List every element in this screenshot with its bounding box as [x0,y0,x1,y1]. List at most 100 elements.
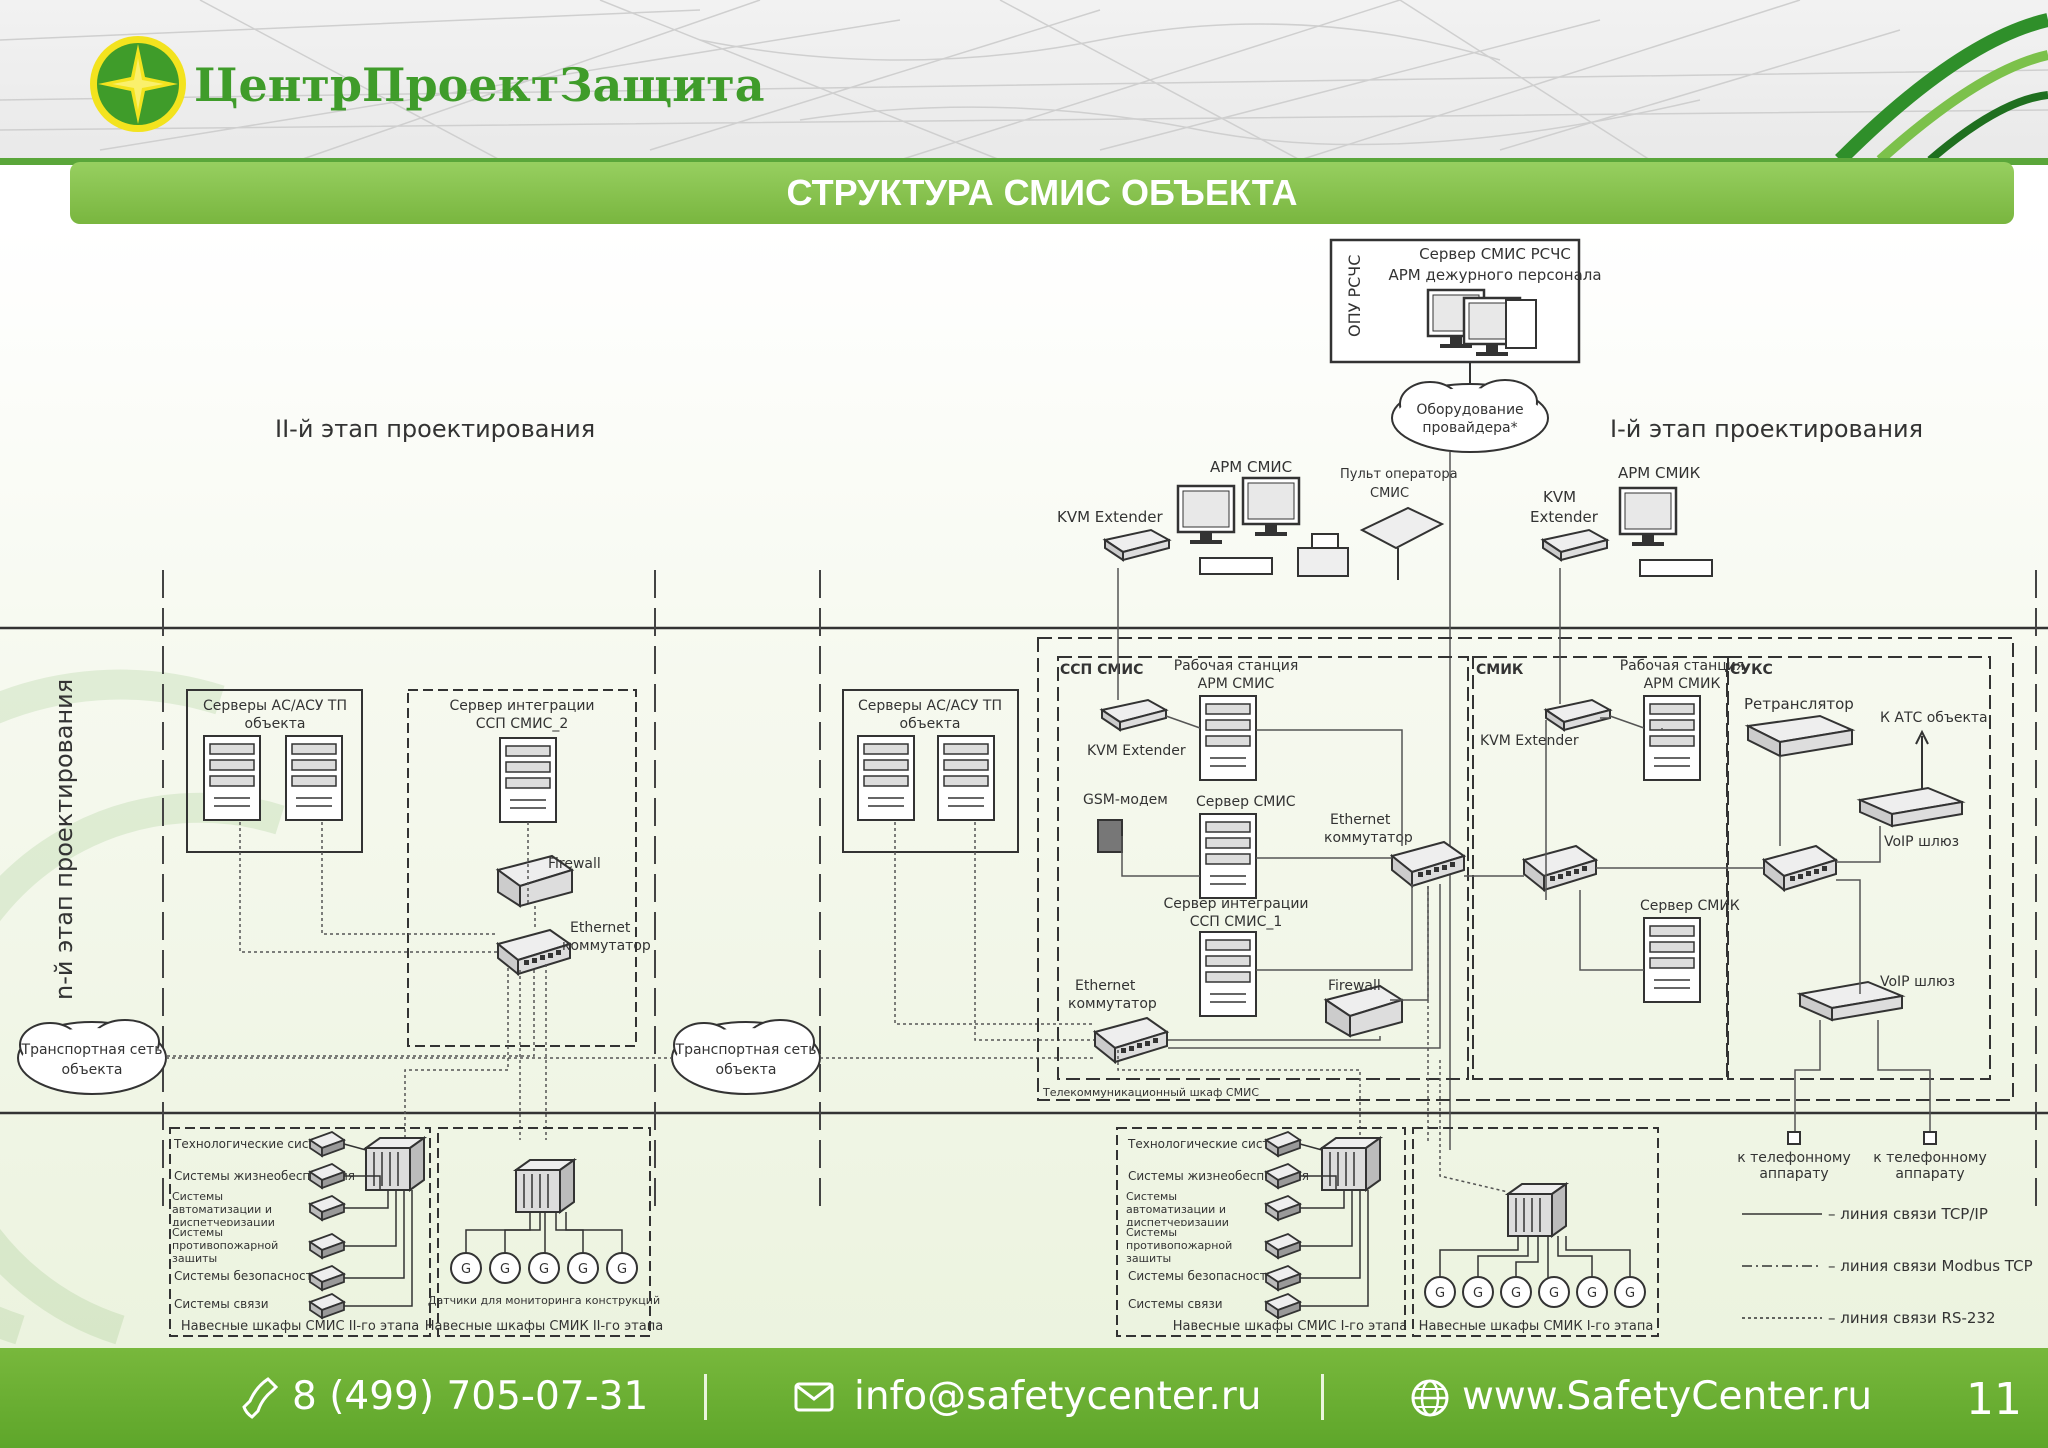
svg-text:объекта: объекта [716,1062,777,1078]
eth-label1: Ethernet [1330,812,1391,828]
cabinet1-systems: Технологические системы Системы жизнеобе… [172,1131,425,1334]
cabinet1-caption: Навесные шкафы СМИС II-го этапа [181,1319,419,1334]
system-label: Системы автоматизации и диспетчеризации [1126,1190,1229,1226]
arm-smik-monitor-icon [1618,486,1678,548]
rschs-tower-icon [1505,299,1537,349]
rack-kvm2-icon [1545,699,1611,731]
system-label: Системы противопожарной защиты [172,1226,279,1262]
server-smik-icon [1643,917,1701,1003]
kvm2-icon [1542,529,1608,561]
system-label: Системы автоматизации и диспетчеризации [172,1190,275,1226]
header: ЦентрПроектЗащита [0,0,2048,165]
gsm-modem-icon [1097,819,1123,853]
eth-label2: коммутатор [1324,830,1413,846]
server-smik-label: Сервер СМИК [1640,898,1740,914]
cabinet3-caption: Навесные шкафы СМИС I-го этапа [1173,1319,1407,1334]
ws-tower-icon [1199,695,1257,781]
sensor-icon: G [578,1262,588,1277]
svg-text:провайдера*: провайдера* [1422,420,1517,436]
left-server1-icon [203,735,261,821]
svg-text:Транспортная сеть: Транспортная сеть [21,1042,163,1058]
pult-label2: СМИС [1370,486,1409,501]
sensor-icon: G [461,1262,471,1277]
ssp-box [1057,656,1469,1080]
left-eth-label1: Ethernet [570,920,631,936]
logo-text: ЦентрПроектЗащита [194,58,765,112]
system-label: Системы связи [174,1297,269,1311]
system-label: Системы безопасности [174,1269,320,1283]
left-links [165,822,547,1140]
footer-separator [1321,1374,1324,1420]
sucs-box [1727,656,1991,1080]
keyboard2-icon [1639,559,1713,577]
center-server2-icon [937,735,995,821]
footer-phone[interactable]: 8 (499) 705-07-31 [292,1374,649,1419]
ws2-tower-icon [1643,695,1701,781]
cabinet2-sensors: G G G G G Датчики для мониторинга констр… [425,1159,663,1334]
arm-smis-label: АРМ СМИС [1210,458,1292,476]
integ1-label1: Сервер интеграции [1163,896,1308,912]
kvm1-label: KVM Extender [1057,508,1164,526]
center-servers-label1: Серверы АС/АСУ ТП [858,698,1002,714]
left-integ-label2: ССП СМИС_2 [476,716,569,732]
phone-icon [242,1377,278,1419]
watermark [0,669,285,1345]
logo-compass-icon [90,36,186,132]
cabinet-3 [1116,1127,1406,1337]
rschs-server-label: Сервер СМИС РСЧС [1419,245,1571,263]
rack-bottom-links [1117,886,1509,1193]
arm-smis-monitor-icon [1176,484,1236,546]
svg-text:объекта: объекта [62,1062,123,1078]
cabinet-4 [1412,1127,1659,1337]
kvm2-label1: KVM [1543,488,1576,506]
sensor-icon: G [1435,1286,1445,1301]
footer-website[interactable]: www.SafetyCenter.ru [1462,1374,1873,1419]
left-integ-server-icon [499,737,557,823]
integ1-label2: ССП СМИС_1 [1190,914,1283,930]
core-switch-icon [1391,841,1465,887]
system-label: Системы жизнеобеспечения [1128,1169,1309,1183]
sucs-label: СУКС [1730,662,1773,678]
system-label: Системы безопасности [1128,1269,1274,1283]
kvm2-label2: Extender [1530,508,1599,526]
ws2-label1: Рабочая станция [1620,658,1745,674]
left-firewall-icon [495,854,575,908]
system-label: Системы связи [1128,1297,1223,1311]
cabinet-label: Телекоммуникационный шкаф СМИС [1042,1086,1259,1099]
eth2-label1: Ethernet [1075,978,1136,994]
left-servers-label1: Серверы АС/АСУ ТП [203,698,347,714]
left-integ-box [407,689,637,1047]
left-transport-cloud: Транспортная сеть объекта [17,1019,167,1095]
page-number: 11 [1966,1374,2022,1425]
cabinet2-caption: Навесные шкафы СМИК II-го этапа [425,1319,663,1334]
rack-kvm-label: KVM Extender [1087,743,1186,759]
center-transport-cloud: Транспортная сеть объекта [671,1019,821,1095]
left-firewall-label: Firewall [548,856,601,872]
header-divider [0,158,2048,165]
ws-label1: Рабочая станция [1174,658,1299,674]
arm-duty-label: АРМ дежурного персонала [1388,266,1601,284]
center-servers-label2: объекта [900,716,961,732]
title-bar: СТРУКТУРА СМИС ОБЪЕКТА [70,162,2014,224]
cabinet3-systems: Технологические системы Системы жизнеобе… [1126,1131,1407,1334]
voip2-icon [1796,980,1906,1022]
center-server1-icon [857,735,915,821]
globe-icon [1411,1379,1449,1417]
ws-label2: АРМ СМИС [1198,676,1275,692]
repeater-label: Ретранслятор [1744,695,1854,713]
stage2-label: II-й этап проектирования [275,415,595,443]
footer-email[interactable]: info@safetycenter.ru [854,1374,1262,1419]
telecom-cabinet [1037,637,2014,1101]
operator-console-icon [1359,506,1445,580]
sensor-icon: G [617,1262,627,1277]
rack-kvm-icon [1101,699,1167,731]
voip1-icon [1856,786,1966,828]
smik-label: СМИК [1476,662,1524,678]
integ1-icon [1199,931,1257,1017]
stage-dividers [162,570,2037,1210]
left-switch-icon [497,929,571,975]
system-label: Технологические системы [1127,1137,1295,1151]
cabinet4-caption: Навесные шкафы СМИК I-го этапа [1419,1319,1654,1334]
sensor-icon: G [1511,1286,1521,1301]
legend: – линия связи TCP/IP – линия связи Modbu… [1742,1205,2033,1327]
